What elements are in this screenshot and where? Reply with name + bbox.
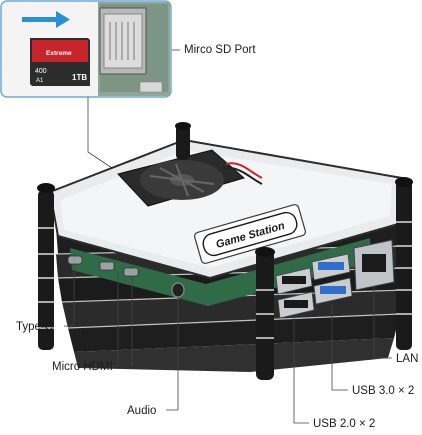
sd-card-capacity: 1TB — [72, 73, 87, 82]
label-micro-hdmi: Micro HDMI — [52, 361, 113, 373]
case-illustration: Game Station — [37, 122, 413, 380]
sd-card-speed: 400 — [35, 68, 47, 75]
leader-audio — [166, 297, 179, 411]
leader-lines — [64, 264, 392, 424]
sd-card: Extreme 400 A1 1TB — [30, 38, 90, 86]
label-usb3: USB 3.0 × 2 — [352, 385, 415, 397]
pi-board — [70, 238, 372, 306]
leader-usb3 — [331, 304, 348, 391]
leader-type-c — [64, 264, 75, 327]
leader-usb2 — [293, 318, 309, 424]
leader-lan — [373, 286, 392, 359]
label-audio: Audio — [127, 405, 157, 417]
micro-hdmi-port-2 — [123, 267, 139, 277]
usb2-ports — [275, 267, 315, 319]
sd-zoom-callout: Extreme 400 A1 1TB — [0, 0, 172, 98]
label-lan: LAN — [396, 353, 419, 365]
lan-port — [353, 239, 395, 291]
type-c-port — [67, 255, 83, 265]
leader-micro-hdmi — [104, 272, 119, 367]
micro-hdmi-port-1 — [99, 261, 115, 271]
label-usb2: USB 2.0 × 2 — [313, 418, 376, 430]
insert-arrow-icon — [22, 11, 70, 28]
standoff-posts — [38, 124, 412, 380]
label-type-c: Type-C — [16, 321, 54, 333]
sd-card-class: A1 — [36, 78, 44, 84]
label-micro-sd-port: Mirco SD Port — [184, 44, 256, 56]
audio-port — [171, 282, 185, 298]
usb3-ports — [311, 253, 353, 305]
sd-card-brand: Extreme — [46, 50, 72, 57]
sd-zoom-connector — [87, 97, 113, 169]
